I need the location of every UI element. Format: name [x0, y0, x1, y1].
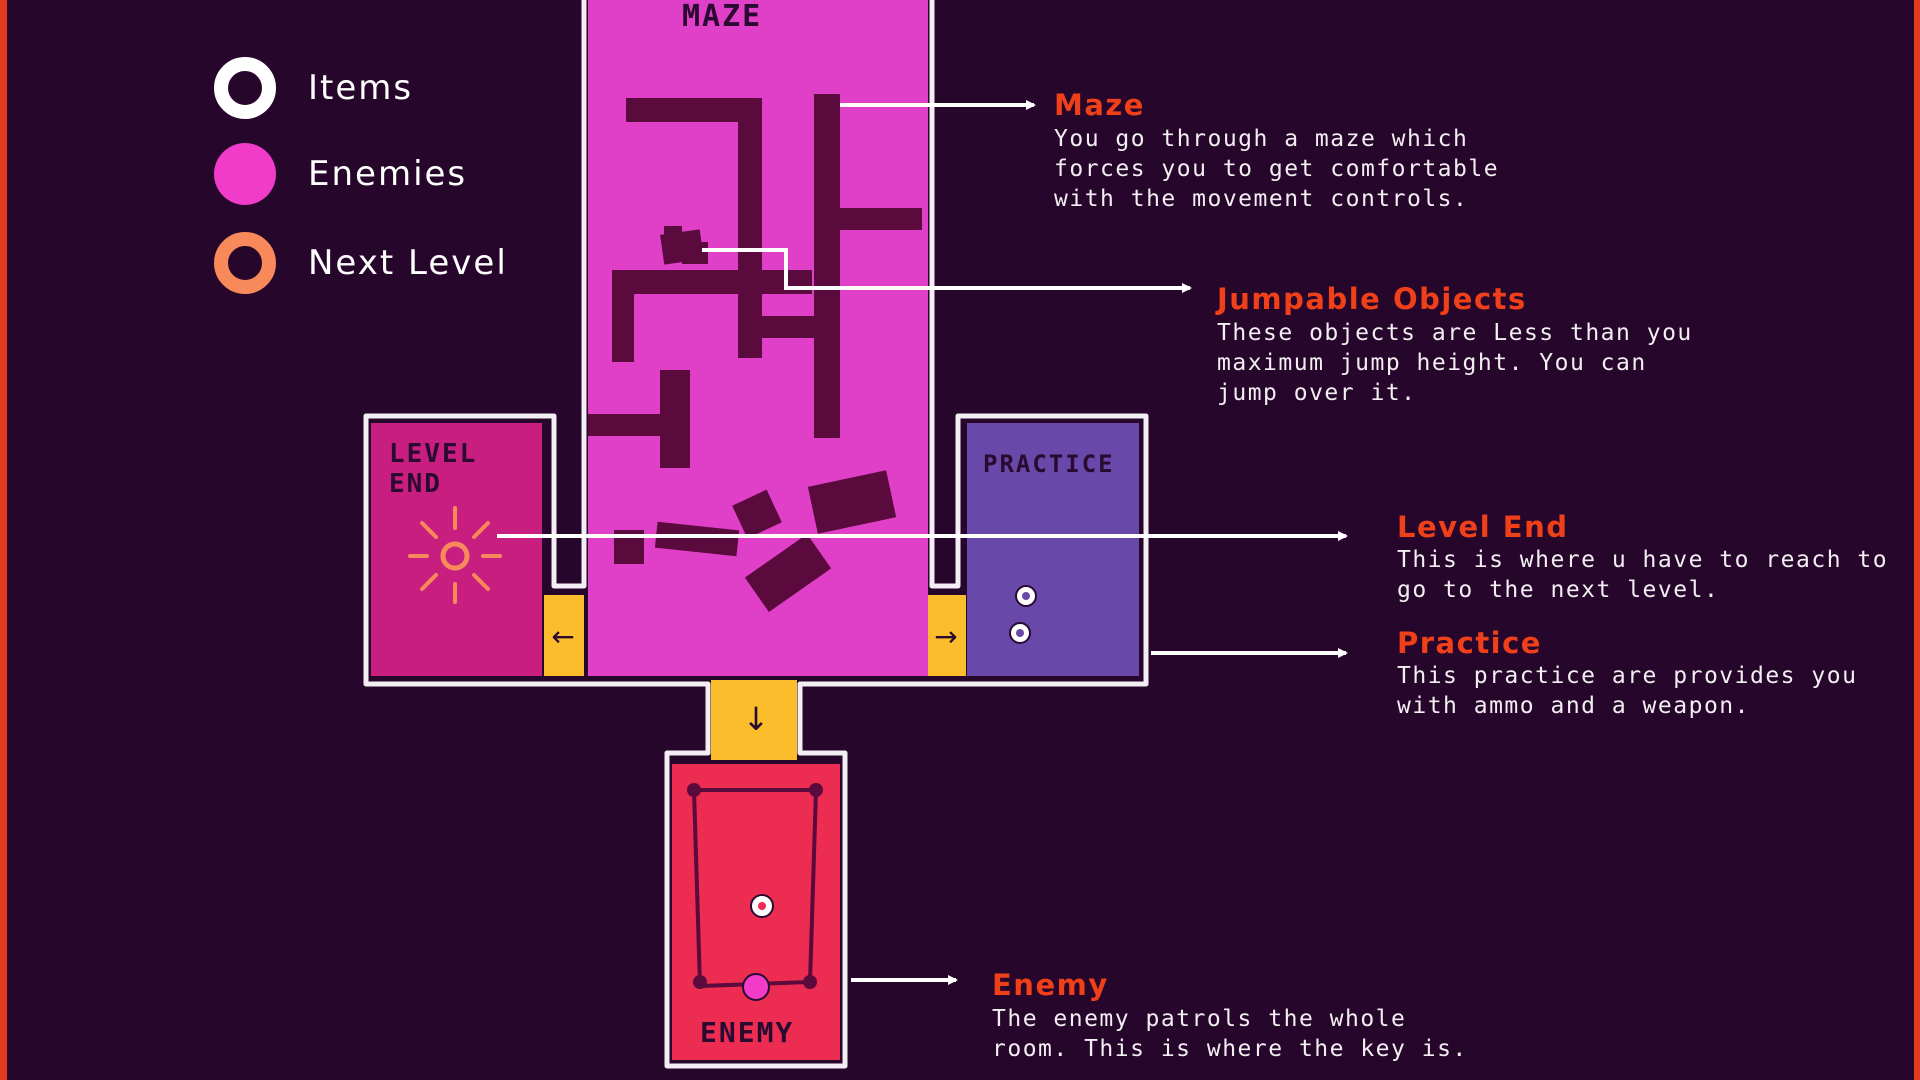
room-outline — [363, 0, 1149, 1069]
door-left — [544, 595, 584, 676]
connector-lines — [497, 100, 1348, 985]
right-border — [1914, 0, 1920, 1080]
enemy-label: ENEMY — [700, 1016, 794, 1049]
enemy-marker — [742, 973, 770, 1001]
annotation-desc-practice: This practice are provides you with ammo… — [1397, 663, 1858, 719]
door-down-arrow: ↓ — [743, 700, 770, 738]
practice-label: PRACTICE — [983, 450, 1115, 478]
annotation-desc-enemy: The enemy patrols the whole room. This i… — [992, 1006, 1468, 1062]
legend-item-enemies: Enemies — [214, 143, 467, 205]
practice-room — [967, 423, 1139, 676]
annotation-title-maze: Maze — [1054, 88, 1145, 122]
maze-walls — [588, 94, 922, 612]
legend-label-next-level: Next Level — [308, 243, 508, 283]
level-end-label-line2: END — [389, 469, 442, 499]
level-end-room — [371, 423, 542, 676]
annotation-desc-jumpable: These objects are Less than you maximum … — [1217, 320, 1693, 406]
next-level-marker — [408, 506, 502, 604]
door-left-arrow: ← — [551, 620, 574, 653]
door-down — [711, 680, 797, 760]
practice-items — [1009, 585, 1037, 644]
legend-label-items: Items — [308, 68, 414, 108]
annotation-title-enemy: Enemy — [992, 968, 1109, 1002]
level-end-label-line1: LEVEL — [389, 439, 477, 469]
left-border — [0, 0, 7, 1080]
annotation-desc-maze: You go through a maze which forces you t… — [1054, 126, 1500, 212]
legend-item-next-level: Next Level — [214, 232, 508, 294]
door-right — [928, 595, 966, 676]
legend-item-items: Items — [214, 57, 413, 119]
maze-label: MAZE — [682, 0, 762, 34]
pink-dot-icon — [214, 143, 276, 205]
annotation-title-practice: Practice — [1397, 626, 1542, 660]
annotation-desc-level-end: This is where u have to reach to go to t… — [1397, 547, 1889, 603]
door-right-arrow: → — [934, 620, 957, 653]
enemy-patrol-path — [687, 783, 823, 989]
key-item — [750, 894, 774, 918]
annotation-title-jumpable: Jumpable Objects — [1217, 282, 1527, 316]
annotation-title-level-end: Level End — [1397, 510, 1569, 544]
legend-label-enemies: Enemies — [308, 154, 468, 194]
